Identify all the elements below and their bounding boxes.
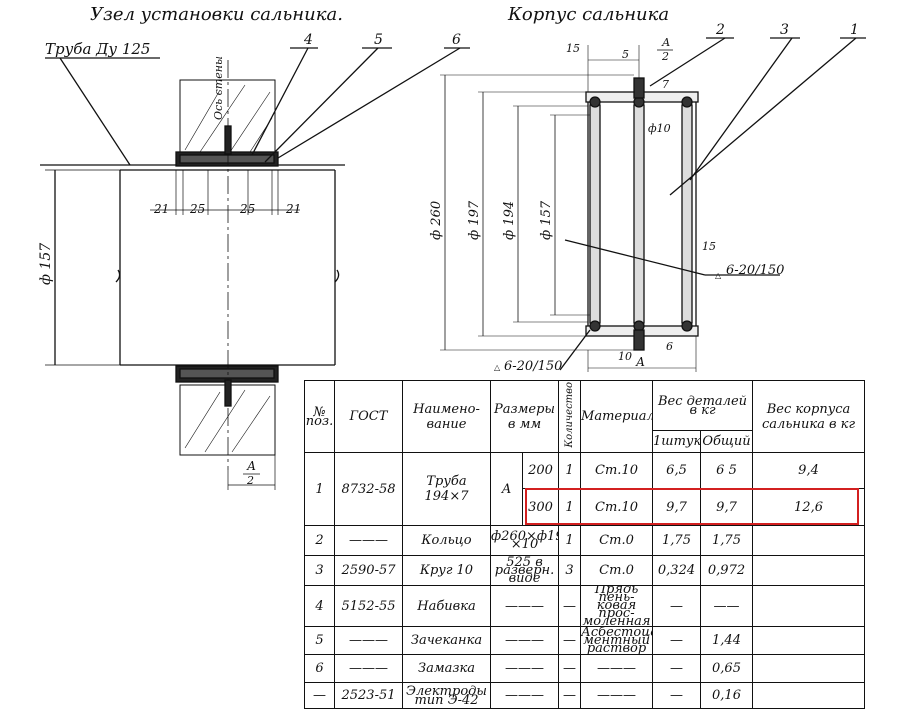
- weld-right: 6-20/150: [726, 263, 784, 278]
- table-row-highlighted: 300 1 Ст.10 9,7 9,7 12,6: [305, 488, 866, 526]
- row1-material: Ст.10: [580, 452, 654, 489]
- weld-triangle-bottom: △: [494, 363, 501, 372]
- table-row: 5 ——— Зачеканка ——— — Асбестоце- ментный…: [304, 626, 866, 655]
- left-drawing-labels: Труба Ду 125 Ось стены 4 5 6 ф 157 21 25…: [38, 32, 461, 487]
- dim-d157: ф 157: [539, 200, 554, 240]
- right-title: Корпус сальника: [507, 4, 669, 25]
- left-title: Узел установки сальника.: [90, 4, 343, 25]
- dim-21-right: 21: [285, 202, 301, 216]
- dim-d260: ф 260: [429, 201, 444, 240]
- header-name: Наимено- вание: [402, 380, 491, 453]
- header-qty: Количество: [558, 380, 582, 453]
- callout-2: 2: [715, 22, 725, 38]
- callout-6: 6: [452, 32, 461, 48]
- weld-small: 6: [666, 340, 673, 353]
- header-weight-parts: Вес деталей в кг: [652, 380, 754, 431]
- row1-piece: 6,5: [652, 452, 702, 489]
- row1-total: 6 5: [700, 452, 754, 489]
- dim-15-side: 15: [702, 240, 716, 253]
- wall-axis-label: Ось стены: [212, 56, 225, 120]
- header-weight-body: Вес корпуса сальника в кг: [752, 380, 866, 453]
- header-sizes: Размеры в мм: [489, 380, 560, 453]
- header-weight-total: Общий: [700, 430, 754, 453]
- dim-bottom-num: А: [246, 459, 256, 473]
- table-subheader-row: 1штуки Общий: [305, 430, 865, 453]
- callout-1: 1: [850, 22, 859, 38]
- dim-d197: ф 197: [467, 200, 482, 240]
- row1b-total: 9,7: [700, 488, 754, 526]
- weld-triangle-right: △: [715, 271, 722, 280]
- row1-num: 1: [304, 452, 335, 526]
- row1-name: Труба 194×7: [402, 452, 491, 526]
- specification-table-wrapper: № поз. ГОСТ Наимено- вание Размеры в мм …: [304, 380, 866, 709]
- dim-25-left: 25: [189, 202, 205, 216]
- row1-size-label: А: [490, 452, 523, 526]
- header-num: № поз.: [304, 380, 335, 453]
- weld-bottom: 6-20/150: [504, 359, 562, 374]
- right-drawing-labels: 2 3 1 15 5 А 2 7 ф10 ф 260 ф 197 ф 194 ф…: [429, 22, 859, 374]
- gland-installation-drawing: [40, 47, 470, 490]
- specification-table: № поз. ГОСТ Наимено- вание Размеры в мм …: [304, 380, 866, 709]
- header-gost: ГОСТ: [334, 380, 403, 453]
- dim-21-left: 21: [153, 202, 169, 216]
- row1-size-200: 200: [521, 452, 560, 489]
- dim-a: А: [635, 355, 645, 369]
- callout-5: 5: [374, 32, 383, 48]
- table-header-row: № поз. ГОСТ Наимено- вание Размеры в мм …: [304, 380, 866, 453]
- dim-a2-den: 2: [661, 50, 669, 63]
- row1b-material: Ст.10: [580, 488, 654, 526]
- dim-15-top: 15: [566, 42, 580, 55]
- dim-bottom-den: 2: [246, 474, 254, 487]
- dim-7: 7: [662, 78, 669, 91]
- row1-gost: 8732-58: [334, 452, 403, 526]
- row1-qty: 1: [558, 452, 582, 489]
- table-row: — 2523-51 Электроды тип Э-42 ——— — ——— —…: [304, 682, 866, 709]
- dim-d194: ф 194: [502, 201, 517, 240]
- table-row: 1 8732-58 Труба 194×7 А 200 1 Ст.10 6,5 …: [304, 452, 866, 526]
- row1b-piece: 9,7: [652, 488, 702, 526]
- table-row: 4 5152-55 Набивка ——— — Прядь пень- кова…: [304, 585, 866, 627]
- gland-body-drawing: [440, 37, 866, 372]
- callout-4: 4: [303, 32, 313, 48]
- dim-diameter: ф 157: [38, 243, 54, 285]
- highlight-box: [525, 488, 859, 525]
- pipe-label: Труба Ду 125: [45, 40, 150, 58]
- dim-5: 5: [622, 48, 629, 61]
- callout-3: 3: [780, 22, 789, 38]
- dim-phi10: ф10: [648, 122, 671, 135]
- dim-a2-num: А: [661, 36, 670, 49]
- header-material: Материал: [580, 380, 654, 453]
- table-row: 6 ——— Замазка ——— — ——— — 0,65: [304, 654, 866, 683]
- dim-25-right: 25: [239, 202, 255, 216]
- row1-body: 9,4: [752, 452, 866, 489]
- table-row: 3 2590-57 Круг 10 525 в разверн. виде 3 …: [304, 555, 866, 586]
- dim-10: 10: [618, 350, 632, 363]
- header-weight-piece: 1штуки: [652, 430, 702, 453]
